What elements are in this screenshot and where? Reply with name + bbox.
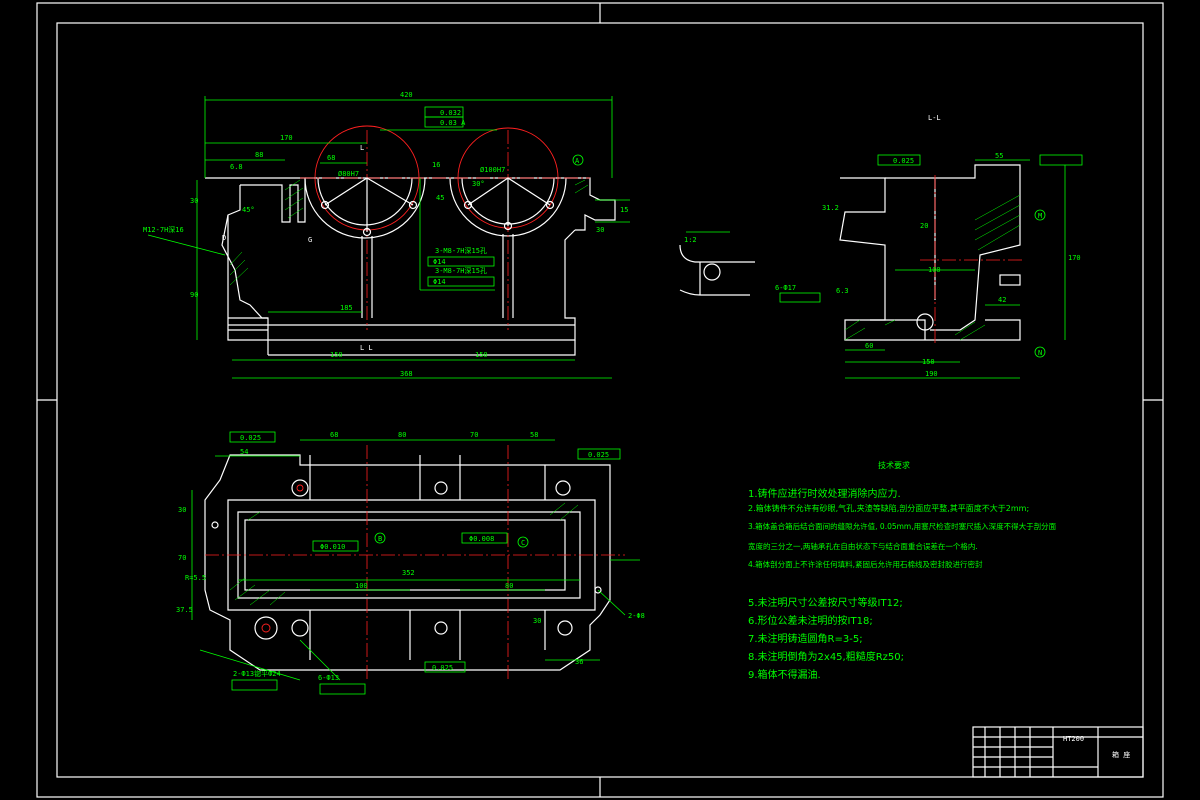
svg-text:0.03 A: 0.03 A <box>440 119 466 127</box>
note-item: 5.未注明尺寸公差按尺寸等级IT12; <box>748 598 903 609</box>
svg-text:30: 30 <box>190 197 198 205</box>
section-title: L-L <box>928 114 941 122</box>
svg-text:68: 68 <box>327 154 335 162</box>
svg-text:3-M8-7H深15孔: 3-M8-7H深15孔 <box>435 246 487 255</box>
note-item: 4.箱体剖分面上不许涂任何填料,紧固后允许用石棉线及密封胶进行密封 <box>748 560 983 569</box>
svg-text:Φ14: Φ14 <box>433 278 446 286</box>
svg-text:15: 15 <box>620 206 628 214</box>
svg-text:150: 150 <box>330 351 343 359</box>
notes-title: 技术要求 <box>878 461 910 470</box>
svg-text:6-Ф13: 6-Ф13 <box>318 674 339 682</box>
svg-text:B: B <box>378 535 382 543</box>
svg-text:3-M8-7H深15孔: 3-M8-7H深15孔 <box>435 266 487 275</box>
note-item: 1.铸件应进行时效处理消除内应力. <box>748 489 901 500</box>
svg-text:30: 30 <box>178 506 186 514</box>
svg-text:0.025: 0.025 <box>893 157 914 165</box>
svg-text:M12-7H深16: M12-7H深16 <box>143 225 184 234</box>
svg-text:6.3: 6.3 <box>836 287 849 295</box>
svg-text:88: 88 <box>255 151 263 159</box>
svg-text:0.025: 0.025 <box>588 451 609 459</box>
svg-text:58: 58 <box>530 431 538 439</box>
detail-view: 1:2 <box>679 231 755 296</box>
svg-text:45: 45 <box>436 194 444 202</box>
svg-text:190: 190 <box>925 370 938 378</box>
svg-text:100: 100 <box>928 266 941 274</box>
note-item: 7.未注明铸造圆角R=3-5; <box>748 634 863 645</box>
svg-text:68: 68 <box>330 431 338 439</box>
svg-text:45°: 45° <box>242 206 255 214</box>
svg-text:2-Ф13锪平Ф24: 2-Ф13锪平Ф24 <box>233 669 281 678</box>
note-item: 9.箱体不得漏油. <box>748 670 821 681</box>
note-item: 宽度的三分之一,两轴承孔在自由状态下与结合面重合误差在一个格内. <box>748 542 978 551</box>
svg-text:100: 100 <box>355 582 368 590</box>
svg-text:Φ14: Φ14 <box>433 258 446 266</box>
svg-text:2-Φ8: 2-Φ8 <box>628 612 645 620</box>
svg-text:31.2: 31.2 <box>822 204 839 212</box>
svg-text:60: 60 <box>865 342 873 350</box>
label-d: D <box>222 234 226 242</box>
svg-text:N: N <box>1038 349 1042 357</box>
svg-text:150: 150 <box>922 358 935 366</box>
svg-text:80: 80 <box>398 431 406 439</box>
svg-text:90: 90 <box>190 291 198 299</box>
svg-text:42: 42 <box>998 296 1006 304</box>
svg-text:368: 368 <box>400 370 413 378</box>
section-view: L-L 55 31.2 170 42 150 190 60 20 100 6.3… <box>775 114 1083 379</box>
svg-text:6-Ф17: 6-Ф17 <box>775 284 796 292</box>
front-view: 420 170 88 68 6.8 30 90 185 150 150 368 … <box>143 91 630 379</box>
note-item: 3.箱体盖合箱后结合面间的缝隙允许值, 0.05mm,用塞尺检查时塞尺插入深度不… <box>748 522 1057 531</box>
svg-text:R=5.5: R=5.5 <box>185 574 206 582</box>
svg-text:36: 36 <box>575 658 583 666</box>
svg-text:M: M <box>1038 212 1042 220</box>
title-block: HT200 箱 座 <box>972 726 1144 778</box>
svg-text:1:2: 1:2 <box>684 236 697 244</box>
svg-text:A: A <box>575 157 580 165</box>
note-item: 2.箱体铸件不允许有砂眼,气孔,夹渣等缺陷,剖分面应平整,其平面度不大于2mm; <box>748 504 1030 513</box>
svg-text:70: 70 <box>470 431 478 439</box>
svg-text:150: 150 <box>475 351 488 359</box>
svg-text:Ø80H7: Ø80H7 <box>338 170 359 178</box>
svg-text:C: C <box>521 539 525 547</box>
svg-text:Φ0.008: Φ0.008 <box>469 535 494 543</box>
svg-text:Ø100H7: Ø100H7 <box>480 166 505 174</box>
svg-text:0.025: 0.025 <box>432 664 453 672</box>
svg-text:16: 16 <box>432 161 440 169</box>
note-item: 8.未注明倒角为2x45,粗糙度Rz50; <box>748 652 905 663</box>
svg-text:70: 70 <box>178 554 186 562</box>
svg-text:37.5: 37.5 <box>176 606 193 614</box>
svg-text:420: 420 <box>400 91 413 99</box>
svg-text:0.032: 0.032 <box>440 109 461 117</box>
material-text: HT200 <box>1063 735 1084 743</box>
outer-border <box>36 2 1164 798</box>
cut-mark-bottom: L L <box>360 344 373 352</box>
svg-text:80: 80 <box>505 582 513 590</box>
svg-text:54: 54 <box>240 448 248 456</box>
plan-view: 68 80 70 58 54 30 70 37.5 352 100 80 2-Φ… <box>176 431 645 695</box>
note-item: 6.形位公差未注明的按IT18; <box>748 616 873 627</box>
svg-text:30: 30 <box>533 617 541 625</box>
svg-text:170: 170 <box>1068 254 1081 262</box>
svg-text:6.8: 6.8 <box>230 163 243 171</box>
svg-text:55: 55 <box>995 152 1003 160</box>
inner-border <box>56 22 1144 778</box>
svg-text:Φ0.010: Φ0.010 <box>320 543 345 551</box>
svg-text:20: 20 <box>920 222 928 230</box>
label-g: G <box>308 236 312 244</box>
svg-text:170: 170 <box>280 134 293 142</box>
svg-text:30: 30 <box>596 226 604 234</box>
svg-text:185: 185 <box>340 304 353 312</box>
svg-text:352: 352 <box>402 569 415 577</box>
svg-text:0.025: 0.025 <box>240 434 261 442</box>
cut-mark-l: L <box>360 144 364 152</box>
svg-text:30°: 30° <box>472 180 485 188</box>
part-name-text: 箱 座 <box>1112 750 1130 759</box>
